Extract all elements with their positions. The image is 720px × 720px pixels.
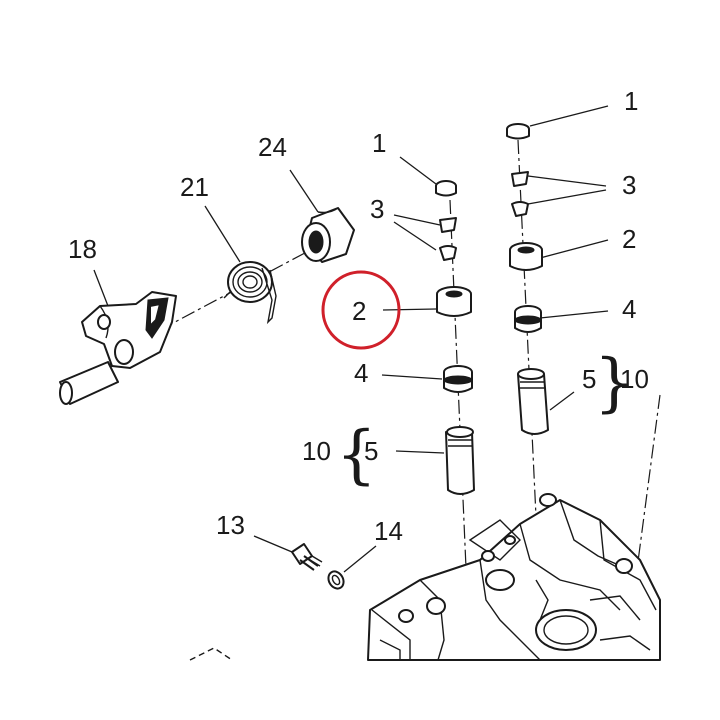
rocker-arm — [81, 291, 177, 369]
label-10-left: 10 — [302, 436, 331, 466]
label-4-left: 4 — [354, 358, 368, 388]
right-valve-stack — [506, 123, 549, 435]
label-3-right: 3 — [622, 170, 636, 200]
brace-left: { — [336, 418, 377, 492]
label-4-right: 4 — [622, 294, 636, 324]
left-valve-stack — [435, 180, 475, 495]
label-1-right: 1 — [624, 86, 638, 116]
brace-right: } — [594, 346, 635, 420]
frame-corner — [189, 647, 233, 661]
leader-lines — [93, 105, 609, 573]
washer — [327, 570, 345, 590]
label-13: 13 — [216, 510, 245, 540]
bolt — [291, 543, 323, 571]
label-1-left: 1 — [372, 128, 386, 158]
cylinder-head — [367, 493, 661, 661]
label-18: 18 — [68, 234, 97, 264]
label-3-left: 3 — [370, 194, 384, 224]
bushing — [301, 207, 355, 263]
highlight-circle — [321, 270, 401, 350]
label-24: 24 — [258, 132, 287, 162]
label-2-highlight: 2 — [352, 296, 366, 326]
label-10-right: 10 — [620, 364, 649, 394]
label-5-left: 5 — [364, 436, 378, 466]
callout-labels: 1 1 3 3 2 2 4 4 5 } 10 10 { 5 24 21 18 1… — [68, 86, 649, 546]
label-5-right: 5 — [582, 364, 596, 394]
torsion-spring — [223, 261, 277, 325]
label-21: 21 — [180, 172, 209, 202]
label-2-right: 2 — [622, 224, 636, 254]
shaft — [59, 361, 119, 405]
label-14: 14 — [374, 516, 403, 546]
